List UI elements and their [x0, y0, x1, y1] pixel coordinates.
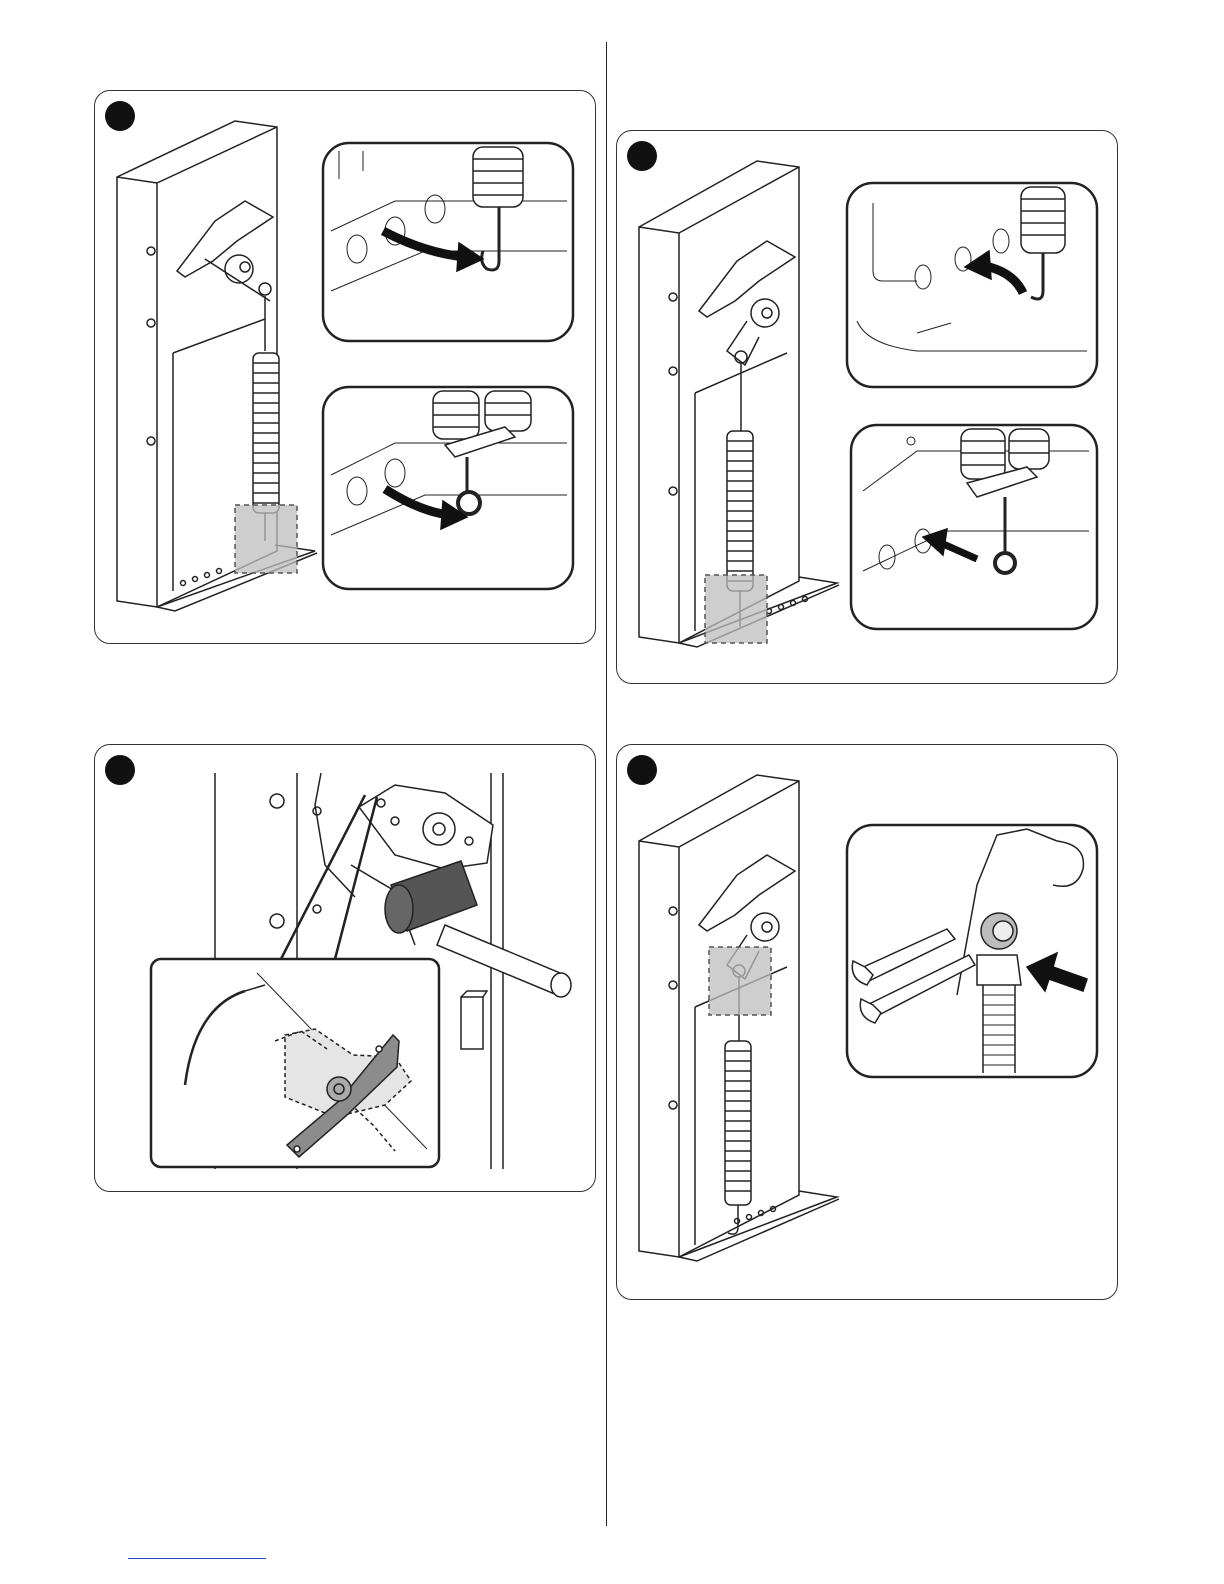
step-3-illustration: [95, 745, 597, 1193]
highlight-box-4: [709, 947, 771, 1015]
column-divider: [606, 42, 607, 1526]
spring-icon: [1021, 187, 1065, 253]
panel-step-1: [94, 90, 596, 644]
inset-eyebolt-insertion: [851, 425, 1097, 629]
highlight-box-2: [705, 575, 767, 643]
step-2-illustration: [617, 131, 1119, 685]
inset-eyebolt-removal: [323, 387, 573, 589]
inset-hook-removal: [323, 143, 573, 341]
spring-icon: [473, 147, 523, 207]
panel-step-2: [616, 130, 1118, 684]
detail-inset: [151, 959, 439, 1167]
highlight-box-1: [235, 505, 297, 573]
callout-lines: [281, 795, 377, 959]
spring-icon: [725, 1041, 751, 1234]
eyebolt-icon: [458, 492, 480, 514]
inset-wrench-tightening: [847, 825, 1097, 1077]
panel-step-4: [616, 744, 1118, 1300]
step-1-illustration: [95, 91, 597, 645]
step-4-illustration: [617, 745, 1119, 1301]
bottom-link-underline: [128, 1558, 266, 1559]
eyebolt-icon: [995, 553, 1015, 573]
panel-step-3: [94, 744, 596, 1192]
inset-hook-insertion: [847, 183, 1097, 387]
